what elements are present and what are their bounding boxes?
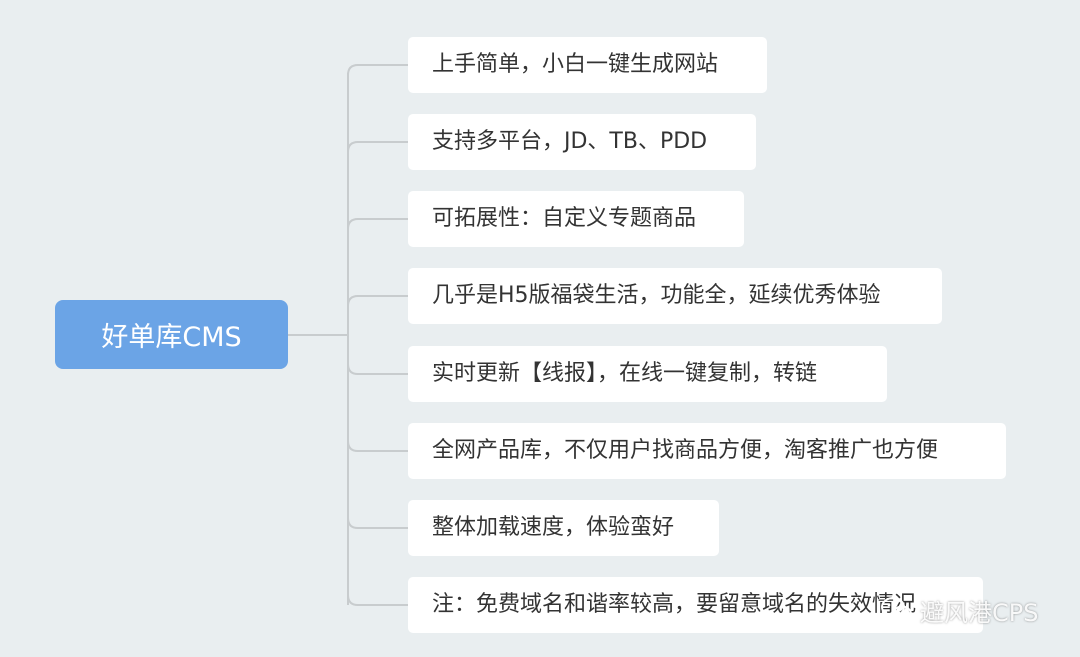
branch-connector-2 bbox=[347, 141, 408, 153]
branch-connector-5 bbox=[347, 363, 408, 375]
child-node-8[interactable]: 注：免费域名和谐率较高，要留意域名的失效情况 bbox=[408, 577, 983, 633]
child-node-5[interactable]: 实时更新【线报】，在线一键复制，转链 bbox=[408, 346, 887, 402]
child-node-2[interactable]: 支持多平台，JD、TB、PDD bbox=[408, 114, 756, 170]
child-node-label: 支持多平台，JD、TB、PDD bbox=[432, 129, 708, 154]
watermark: 避风港CPS bbox=[880, 590, 1038, 630]
child-node-6[interactable]: 全网产品库，不仅用户找商品方便，淘客推广也方便 bbox=[408, 423, 1006, 479]
child-node-label: 实时更新【线报】，在线一键复制，转链 bbox=[432, 361, 818, 386]
wechat-icon bbox=[881, 597, 912, 623]
watermark-text: 避风港CPS bbox=[920, 598, 1039, 627]
branch-connector-6 bbox=[347, 440, 408, 452]
child-node-3[interactable]: 可拓展性：自定义专题商品 bbox=[408, 191, 744, 247]
child-node-label: 上手简单，小白一键生成网站 bbox=[432, 52, 719, 77]
child-node-label: 几乎是H5版福袋生活，功能全，延续优秀体验 bbox=[432, 283, 881, 308]
branch-connector-4 bbox=[347, 295, 408, 307]
root-node-label: 好单库CMS bbox=[101, 322, 242, 353]
branch-connector-1 bbox=[347, 64, 408, 76]
child-node-1[interactable]: 上手简单，小白一键生成网站 bbox=[408, 37, 767, 93]
branch-connector-3 bbox=[347, 218, 408, 230]
root-node[interactable]: 好单库CMS bbox=[55, 300, 288, 369]
child-node-7[interactable]: 整体加载速度，体验蛮好 bbox=[408, 500, 719, 556]
child-node-label: 可拓展性：自定义专题商品 bbox=[432, 206, 697, 231]
branch-connector-7 bbox=[347, 517, 408, 529]
child-node-label: 整体加载速度，体验蛮好 bbox=[432, 515, 675, 540]
branch-connector-8 bbox=[347, 594, 408, 606]
child-node-label: 全网产品库，不仅用户找商品方便，淘客推广也方便 bbox=[432, 438, 939, 463]
child-node-label: 注：免费域名和谐率较高，要留意域名的失效情况 bbox=[432, 592, 917, 617]
child-node-4[interactable]: 几乎是H5版福袋生活，功能全，延续优秀体验 bbox=[408, 268, 942, 324]
